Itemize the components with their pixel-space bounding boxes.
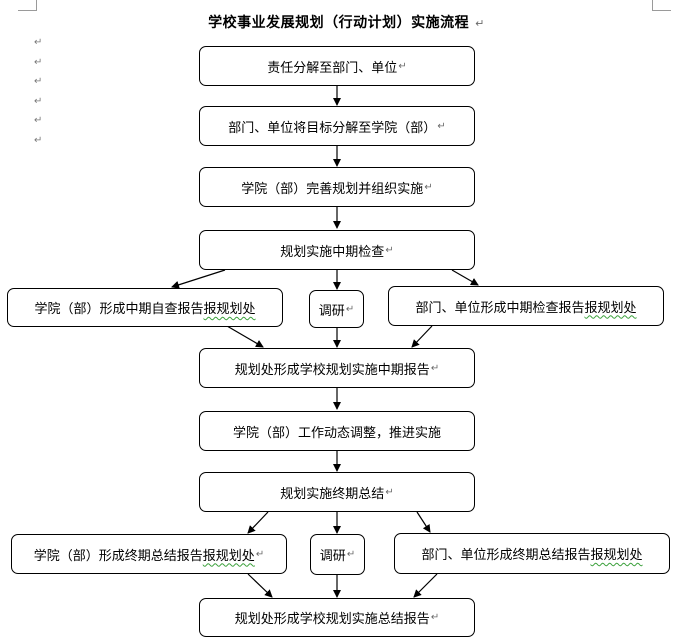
paragraph-mark-icon: ↵: [255, 548, 265, 560]
step-label: 部门、单位形成终期总结报告: [421, 548, 591, 563]
arrow-b4-b5r: [451, 269, 479, 286]
page-corner-mark-left: [18, 0, 37, 11]
title-text: 学校事业发展规划（行动计划）实施流程: [208, 15, 470, 31]
paragraph-mark-icon: ↵: [346, 549, 356, 560]
step-label-flagged: 报规划处: [202, 548, 255, 564]
step-label-flagged: 报规划处: [203, 302, 256, 317]
arrow-b5r-b6: [411, 325, 433, 348]
step-label: 规划实施中期检查: [280, 244, 385, 260]
paragraph-mark-icon: ↵: [34, 76, 43, 88]
paragraph-mark-icon: ↵: [34, 95, 43, 107]
step-label: 学院（部）形成中期自查报告: [34, 302, 204, 317]
arrow-b4-b5l: [171, 269, 226, 289]
paragraph-mark-icon: ↵: [430, 362, 440, 374]
paragraph-mark-icon: ↵: [398, 60, 407, 72]
step-label: 规划实施终期总结: [280, 486, 385, 502]
paragraph-mark-icon: ↵: [385, 244, 394, 256]
paragraph-mark-icon: ↵: [34, 115, 43, 127]
arrow-b8-b9r: [416, 511, 431, 533]
page-corner-mark-right: [652, 0, 671, 11]
step-label: 学院（部）完善规划并组织实施: [241, 181, 424, 197]
diagram-title: 学校事业发展规划（行动计划）实施流程 ↵: [0, 12, 693, 32]
step-box-college-implement: 学院（部）完善规划并组织实施↵: [199, 167, 475, 207]
step-label: 学院（部）工作动态调整，推进实施: [232, 425, 441, 441]
step-box-midterm-check: 规划实施中期检查↵: [199, 230, 475, 270]
step-label: 调研: [319, 549, 346, 564]
step-box-decompose-to-colleges: 部门、单位将目标分解至学院（部）↵: [199, 106, 475, 146]
paragraph-mark-icon: ↵: [34, 134, 43, 146]
step-label: 规划处形成学校规划实施总结报告: [234, 612, 430, 627]
step-box-school-final-report: 规划处形成学校规划实施总结报告↵: [199, 598, 475, 637]
arrow-b5l-b6: [226, 325, 264, 348]
step-label: 部门、单位形成中期检查报告: [415, 300, 585, 316]
empty-paragraph-marks: ↵ ↵ ↵ ↵ ↵ ↵: [34, 33, 46, 151]
step-box-midterm-survey: 调研↵: [309, 290, 364, 328]
step-label: 规划处形成学校规划实施中期报告: [234, 362, 430, 378]
paragraph-mark-icon: ↵: [475, 17, 485, 30]
step-box-college-final-report: 学院（部）形成终期总结报告报规划处↵: [11, 534, 287, 574]
step-box-decompose-to-departments: 责任分解至部门、单位↵: [199, 46, 475, 86]
paragraph-mark-icon: ↵: [385, 486, 394, 498]
paragraph-mark-icon: ↵: [437, 120, 446, 132]
step-box-dynamic-adjustment: 学院（部）工作动态调整，推进实施: [199, 411, 475, 451]
step-box-final-survey: 调研↵: [310, 534, 365, 575]
arrow-b8-b9l: [247, 511, 269, 534]
paragraph-mark-icon: ↵: [424, 181, 433, 193]
step-box-college-midterm-report: 学院（部）形成中期自查报告报规划处: [7, 288, 283, 327]
step-box-final-summary: 规划实施终期总结↵: [199, 472, 475, 512]
step-box-department-final-report: 部门、单位形成终期总结报告报规划处: [394, 533, 670, 574]
paragraph-mark-icon: ↵: [430, 612, 440, 623]
step-label: 责任分解至部门、单位: [267, 60, 398, 76]
step-box-school-midterm-report: 规划处形成学校规划实施中期报告↵: [199, 348, 475, 388]
step-label: 学院（部）形成终期总结报告: [33, 548, 203, 564]
paragraph-mark-icon: ↵: [34, 56, 43, 68]
arrow-b9r-b10: [413, 573, 438, 598]
step-label-flagged: 报规划处: [584, 300, 637, 316]
step-box-department-midterm-report: 部门、单位形成中期检查报告报规划处: [388, 286, 664, 326]
step-label: 部门、单位将目标分解至学院（部）: [228, 120, 437, 136]
step-label: 调研: [318, 303, 345, 319]
paragraph-mark-icon: ↵: [34, 37, 43, 48]
arrow-b9l-b10: [247, 573, 273, 598]
paragraph-mark-icon: ↵: [345, 303, 355, 315]
step-label-flagged: 报规划处: [590, 548, 643, 563]
